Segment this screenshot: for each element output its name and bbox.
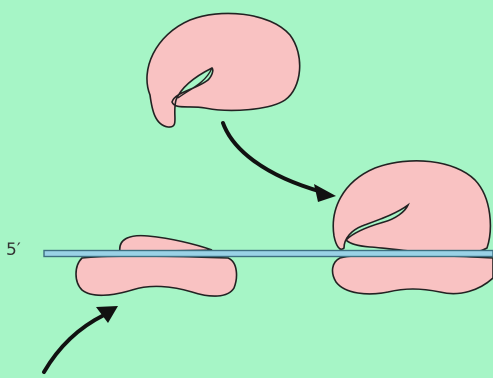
mrna-strand: [44, 251, 493, 257]
initiation-arrow-head: [96, 306, 118, 323]
bound-small-subunit: [333, 255, 493, 294]
free-large-subunit: [147, 13, 300, 127]
bound-large-subunit: [333, 161, 490, 255]
strand-5prime-label: 5′: [6, 240, 21, 260]
free-small-subunit: [76, 256, 236, 296]
assembly-arrow: [223, 123, 322, 192]
assembly-arrow-head: [314, 184, 336, 202]
free-small-subunit-top: [120, 236, 212, 252]
initiation-arrow: [44, 315, 104, 372]
